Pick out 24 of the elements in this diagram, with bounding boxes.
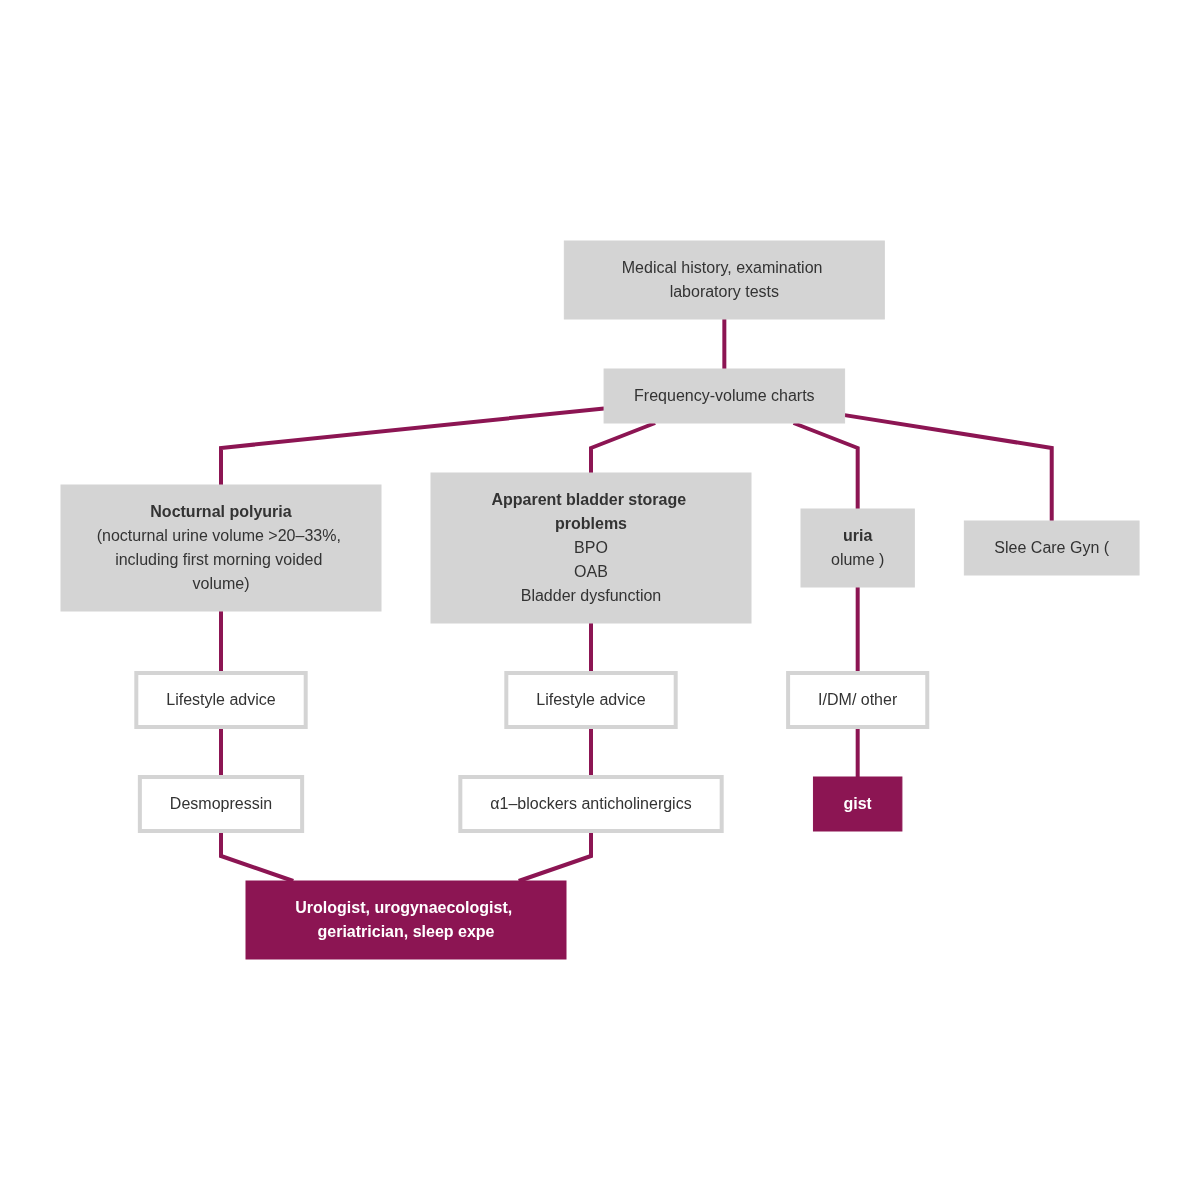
- node-box: Apparent bladder storage problems BPO OAB Bladder dysfunction: [430, 472, 752, 624]
- node-box: α1–blockers anticholinergics: [458, 775, 724, 833]
- node-box: Desmopressin: [137, 775, 305, 833]
- node-box: Slee Care Gyn (: [963, 520, 1140, 576]
- connector: [218, 406, 605, 485]
- connector: [855, 727, 860, 777]
- connector: [722, 319, 727, 369]
- connector: [844, 413, 1054, 521]
- node-box: Lifestyle advice: [504, 671, 678, 729]
- connector: [855, 587, 860, 673]
- node-box: Medical history, examination laboratory tests: [563, 240, 885, 320]
- node-box: gist: [812, 776, 903, 832]
- node-box: Frequency-volume charts: [603, 368, 846, 424]
- connector: [588, 623, 593, 673]
- connector: [218, 611, 223, 673]
- connector: [218, 831, 294, 883]
- node-box: Urologist, urogynaecologist, geriatrician, sleep expe: [245, 880, 567, 960]
- node-box: Nocturnal polyuria (nocturnal urine volume >20–33%, including first morning voided volume): [60, 484, 382, 612]
- connector: [588, 727, 593, 777]
- node-box: I/DM/ other: [786, 671, 930, 729]
- connector: [518, 831, 593, 883]
- node-box: Lifestyle advice: [134, 671, 308, 729]
- node-box: uria olume ): [800, 508, 915, 588]
- connector: [218, 727, 223, 777]
